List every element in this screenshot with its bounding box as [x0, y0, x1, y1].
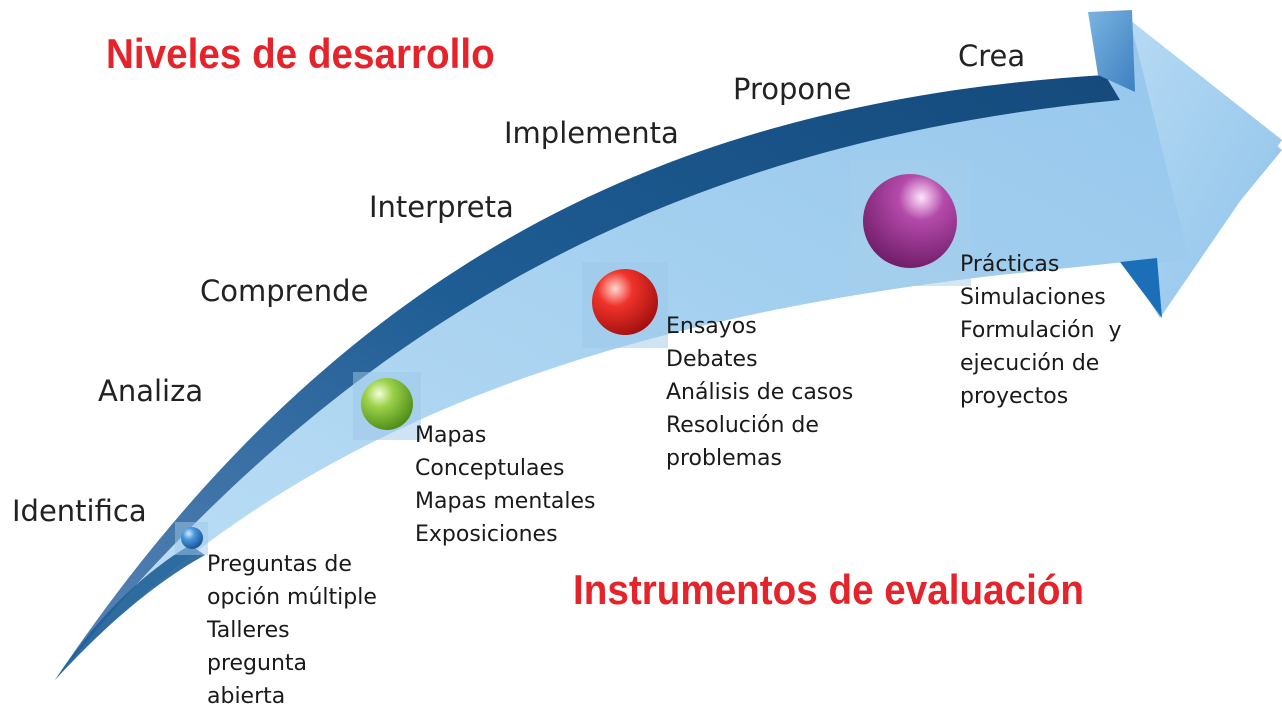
level-crea: Crea	[958, 39, 1026, 73]
ball-green	[361, 378, 413, 430]
instrument-item: Resolución de	[666, 413, 819, 438]
instrument-item: Mapas	[415, 423, 487, 448]
arrow-lip-dark	[55, 545, 205, 680]
instrument-item: proyectos	[960, 384, 1069, 409]
arrow-body-light	[55, 20, 1282, 680]
title-levels: Niveles de desarrollo	[106, 30, 495, 77]
arrow-fold-bottom	[1120, 258, 1162, 318]
arrow-fold-top	[1088, 10, 1135, 92]
instrument-item: opción múltiple	[207, 585, 377, 610]
instrument-item: ejecución de	[960, 351, 1100, 376]
level-analiza: Analiza	[98, 374, 204, 408]
instrument-item: Preguntas de	[207, 552, 352, 577]
instrument-item: abierta	[207, 684, 286, 709]
instrument-list: Mapas Conceptulaes Mapas mentales Exposi…	[415, 419, 596, 551]
instrument-item: pregunta	[207, 651, 308, 676]
level-implementa: Implementa	[504, 116, 679, 150]
ball-red	[592, 269, 658, 335]
level-identifica: Identifica	[12, 494, 147, 528]
instrument-item: Formulación y	[960, 318, 1122, 343]
instrument-item: Mapas mentales	[415, 489, 596, 514]
instrument-item: Debates	[666, 347, 758, 372]
instrument-item: Exposiciones	[415, 522, 558, 547]
ball-blue	[181, 527, 203, 549]
instrument-item: Prácticas	[960, 252, 1060, 277]
instrument-item: Análisis de casos	[666, 380, 854, 405]
level-comprende: Comprende	[200, 274, 369, 308]
instrument-item: problemas	[666, 446, 782, 471]
level-propone: Propone	[733, 72, 852, 106]
instrument-item: Conceptulaes	[415, 456, 565, 481]
level-interpreta: Interpreta	[369, 190, 514, 224]
title-instruments: Instrumentos de evaluación	[573, 566, 1085, 613]
instrument-list: Preguntas de opción múltiple Talleres pr…	[207, 548, 377, 713]
instrument-item: Simulaciones	[960, 285, 1106, 310]
ball-purple	[863, 174, 957, 268]
instrument-list: Ensayos Debates Análisis de casos Resolu…	[666, 310, 853, 475]
instrument-item: Talleres	[207, 618, 290, 643]
instrument-list: Prácticas Simulaciones Formulación y eje…	[960, 248, 1122, 413]
instrument-item: Ensayos	[666, 314, 757, 339]
arrow-head	[1125, 20, 1282, 318]
